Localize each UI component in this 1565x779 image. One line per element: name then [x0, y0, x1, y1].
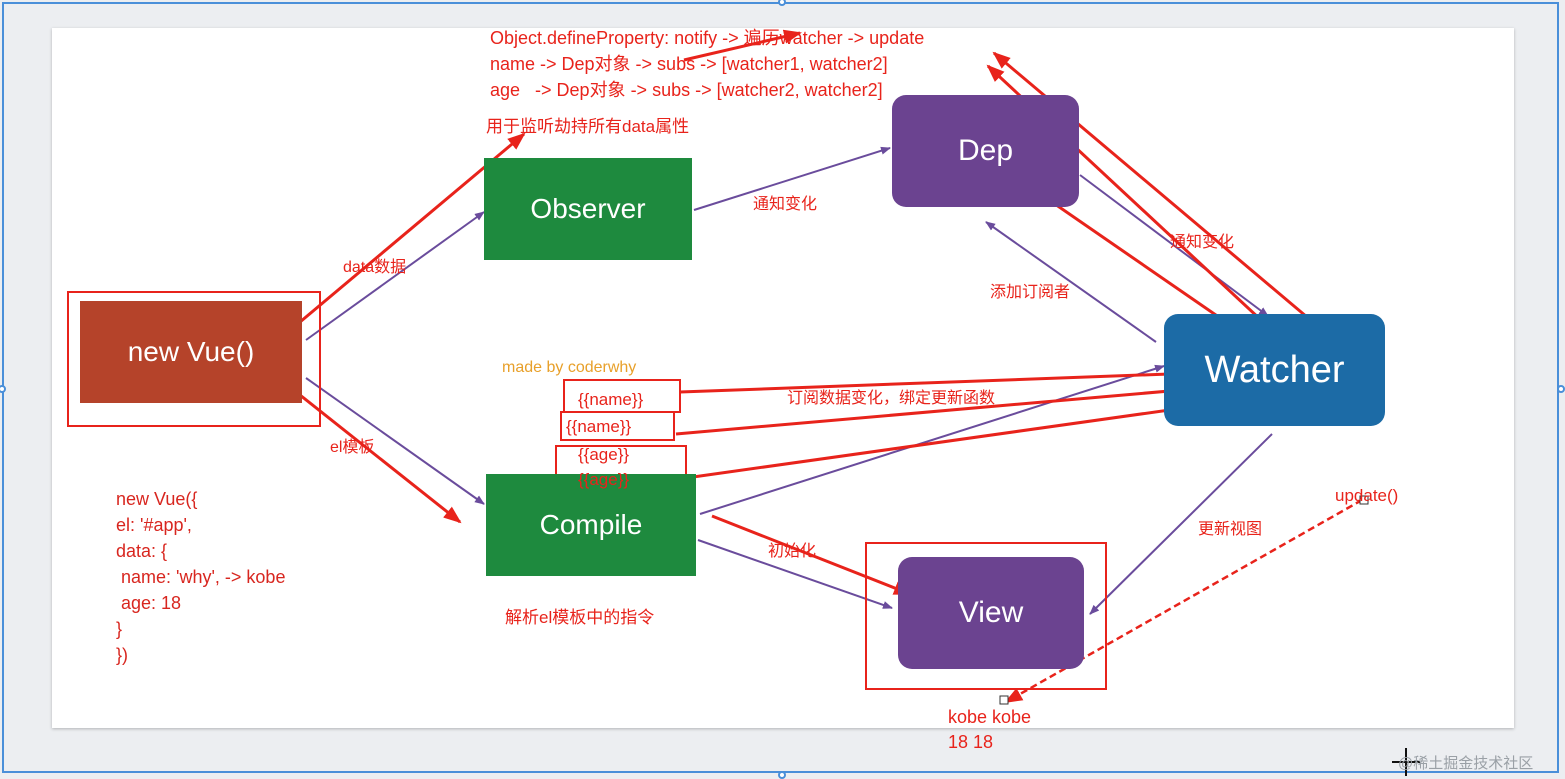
code-sample: new Vue({ el: '#app', data: { name: 'why… [116, 486, 285, 668]
resize-handle-left[interactable] [0, 385, 6, 393]
connector-watcher-dep [985, 221, 1157, 343]
label-update-view: 更新视图 [1198, 521, 1263, 538]
code-line: data: { [116, 541, 168, 561]
connector-vue-compile [305, 377, 485, 505]
note-define-property: Object.defineProperty: notify -> 遍历watch… [490, 28, 925, 48]
code-line: name: 'why', -> kobe [116, 567, 286, 587]
label-add-subscriber: 添加订阅者 [990, 284, 1071, 301]
watermark: @稀土掘金技术社区 [1398, 755, 1534, 772]
connector-vue-observer [305, 211, 485, 341]
new-vue-node[interactable]: new Vue() [80, 301, 302, 403]
view-output-line: 18 18 [948, 732, 994, 752]
resize-handle-right[interactable] [1557, 385, 1565, 393]
label-notify-change-dep: 通知变化 [753, 196, 818, 213]
label-made-by: made by coderwhy [502, 359, 637, 376]
label-el-template: el模板 [330, 439, 375, 456]
note-age-dep: age -> Dep对象 -> subs -> [watcher2, watch… [490, 80, 883, 100]
crosshair-cursor-icon [1392, 748, 1420, 776]
compile-node[interactable]: Compile [486, 474, 696, 576]
label-notify-change-watcher: 通知变化 [1170, 234, 1235, 251]
connector-compile-view [697, 539, 893, 609]
highlight-box-view [865, 542, 1107, 690]
observer-node[interactable]: Observer [484, 158, 692, 260]
dep-node[interactable]: Dep [892, 95, 1079, 207]
connector-observer-dep [693, 146, 891, 211]
view-node[interactable]: View [898, 557, 1084, 669]
selection-marker-view[interactable] [999, 695, 1009, 705]
label-update-call: update() [1335, 486, 1399, 505]
code-line: new Vue({ [116, 489, 198, 509]
template-token: {{age}} [578, 445, 630, 464]
code-line: el: '#app', [116, 515, 192, 535]
selection-marker-update[interactable] [1359, 495, 1369, 505]
highlight-box-new-vue [67, 291, 321, 427]
note-name-dep: name -> Dep对象 -> subs -> [watcher1, watc… [490, 54, 888, 74]
connector-compile-watcher [699, 364, 1165, 515]
code-line: } [116, 619, 123, 639]
annotation-arrow-vue-compile [275, 374, 462, 524]
label-data: data数据 [343, 259, 407, 276]
connector-watcher-view [1089, 433, 1273, 615]
code-line: age: 18 [116, 593, 182, 613]
view-output-line: kobe kobe [948, 707, 1032, 727]
resize-handle-bottom[interactable] [778, 771, 786, 779]
highlight-box-token-2 [560, 411, 675, 441]
resize-handle-top[interactable] [778, 0, 786, 6]
annotation-arrow-token-watcher-2 [675, 382, 1206, 436]
label-init: 初始化 [768, 543, 817, 560]
annotation-arrow-token-watcher-1 [679, 366, 1198, 394]
watcher-node[interactable]: Watcher [1164, 314, 1385, 426]
code-line: }) [116, 645, 129, 665]
template-token: {{name}} [578, 390, 644, 409]
annotation-arrow-compile-view [711, 514, 912, 596]
template-token: {{age}} [578, 470, 630, 489]
annotation-arrow-notify-foreach [683, 29, 802, 62]
template-token: {{name}} [566, 417, 632, 436]
label-observer-desc: 用于监听劫持所有data属性 [486, 117, 690, 136]
annotation-arrow-token-watcher-3 [685, 399, 1214, 480]
label-compile-desc: 解析el模板中的指令 [505, 608, 655, 627]
connector-dep-watcher [1079, 174, 1269, 317]
label-subscribe: 订阅数据变化，绑定更新函数 [787, 390, 996, 407]
